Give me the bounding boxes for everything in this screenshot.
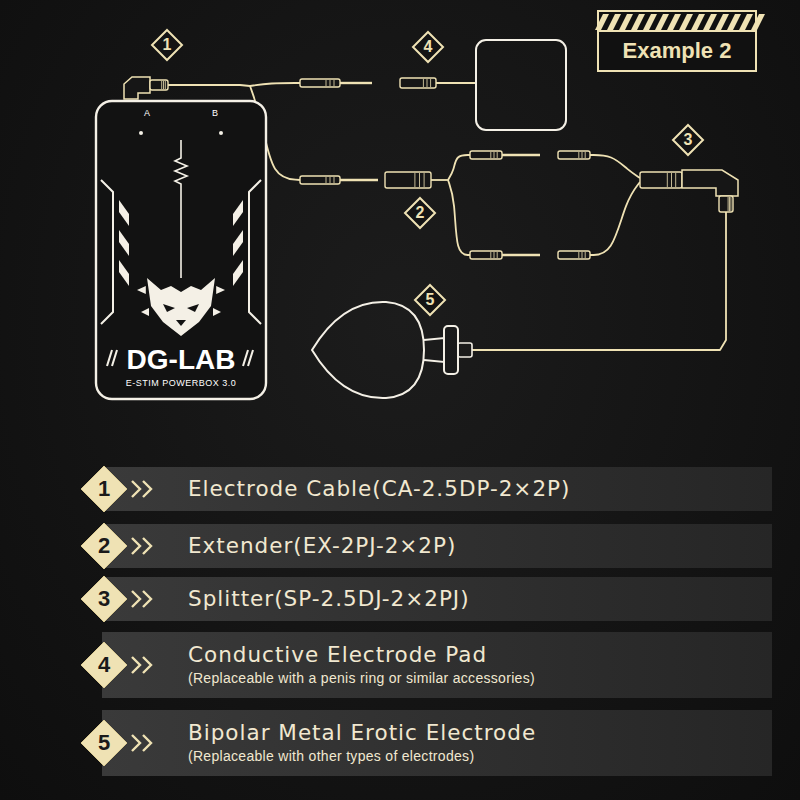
number-diamond: 1 — [80, 465, 162, 513]
part-name: Extender(EX-2PJ-2×2P) — [188, 533, 772, 559]
number-diamond-chevrons — [80, 575, 162, 623]
part-name: Splitter(SP-2.5DJ-2×2PJ) — [188, 586, 772, 612]
badge-label: Example 2 — [623, 38, 732, 64]
splitter-jack — [640, 172, 682, 188]
hazard-stripes — [599, 12, 755, 30]
number-diamond: 3 — [80, 575, 162, 623]
channel-label: A — [141, 108, 153, 118]
pad-lead-connector — [400, 78, 436, 88]
pad-lead — [436, 82, 476, 84]
connector-pin — [502, 254, 540, 256]
connector-pin — [340, 82, 372, 84]
number-diamond-chevrons — [80, 465, 162, 513]
item-number: 2 — [80, 533, 128, 559]
item-number: 4 — [80, 652, 128, 678]
number-diamond: 2 — [80, 522, 162, 570]
callout-number: 4 — [411, 30, 445, 64]
extender-cable — [431, 179, 448, 181]
callout-number: 1 — [163, 36, 172, 54]
resistor-symbol — [175, 140, 187, 278]
legend-row: Extender(EX-2PJ-2×2P) 2 — [80, 524, 772, 568]
number-diamond-chevrons — [80, 641, 162, 689]
part-name: Conductive Electrode Pad — [188, 642, 772, 668]
callout-number: 3 — [684, 131, 693, 149]
callout-number: 4 — [424, 38, 433, 56]
callout-number: 1 — [150, 28, 184, 62]
item-number: 3 — [80, 586, 128, 612]
right-angle-plug — [682, 170, 738, 196]
model-name: E-STIM POWERBOX 3.0 — [126, 378, 237, 388]
callout-number: 3 — [671, 123, 705, 157]
number-diamond: 4 — [80, 641, 162, 689]
pin-connector — [470, 151, 502, 159]
connector-pin — [502, 154, 540, 156]
part-name: Electrode Cable(CA-2.5DP-2×2P) — [188, 476, 772, 502]
channel-label: B — [209, 108, 221, 118]
callout-number: 5 — [426, 291, 435, 309]
part-name: Bipolar Metal Erotic Electrode — [188, 720, 772, 746]
number-diamond-chevrons — [80, 719, 162, 767]
plug-strain-relief — [719, 196, 733, 212]
number-diamond-chevrons — [80, 522, 162, 570]
legend-row: Bipolar Metal Erotic Electrode (Replaceab… — [80, 710, 772, 776]
pin-connector — [470, 251, 502, 259]
legend-row: Conductive Electrode Pad (Replaceable wit… — [80, 632, 772, 698]
legend-row: Electrode Cable(CA-2.5DP-2×2P) 1 — [80, 467, 772, 511]
item-number: 1 — [80, 476, 128, 502]
plug-strain-relief — [150, 80, 168, 90]
splitter-socket — [558, 251, 590, 259]
callout-number: 2 — [416, 204, 425, 222]
extender-cable — [448, 180, 470, 255]
splitter-socket — [558, 151, 590, 159]
splitter-cable — [590, 155, 640, 178]
pin-connector — [300, 176, 340, 184]
pin-connector — [300, 79, 340, 87]
right-angle-plug — [124, 77, 150, 99]
number-diamond: 5 — [80, 719, 162, 767]
extender-jack — [385, 172, 431, 188]
electrode-pad — [476, 40, 566, 130]
callout-number: 5 — [413, 283, 447, 317]
connector-pin — [340, 179, 378, 181]
electrode-cable — [250, 83, 300, 86]
splitter-cable — [590, 182, 640, 255]
item-number: 5 — [80, 730, 128, 756]
electrode-cable — [472, 212, 726, 350]
brand-name: DG-LAB — [127, 344, 236, 376]
bipolar-electrode — [312, 302, 472, 398]
extender-cable — [448, 155, 470, 180]
channel-row: AB — [141, 108, 221, 118]
part-note: (Replaceable with a penis ring or simila… — [188, 670, 772, 688]
electrode-cable — [168, 85, 250, 86]
part-note: (Replaceable with other types of electro… — [188, 748, 772, 766]
wolf-logo — [147, 278, 215, 336]
callout-number: 2 — [403, 196, 437, 230]
powerbox-housing: ABDG-LABE-STIM POWERBOX 3.0 — [95, 100, 267, 400]
example-badge: Example 2 — [597, 10, 757, 72]
legend-row: Splitter(SP-2.5DJ-2×2PJ) 3 — [80, 577, 772, 621]
